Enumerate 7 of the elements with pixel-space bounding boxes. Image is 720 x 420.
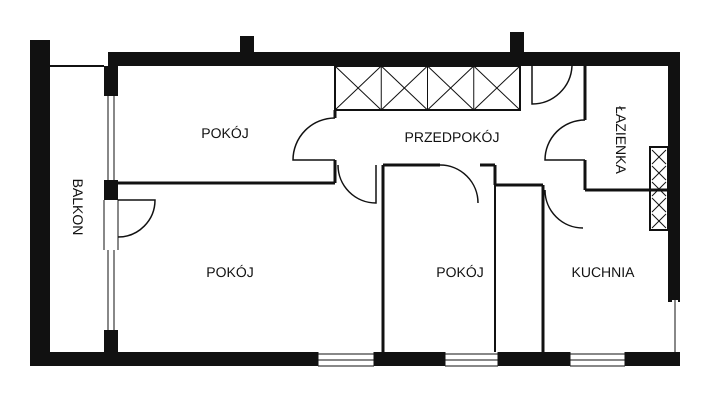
room-label: BALKON <box>70 178 86 236</box>
room-label: ŁAZIENKA <box>613 106 629 174</box>
room-label: PRZEDPOKÓJ <box>404 129 500 145</box>
room-label: KUCHNIA <box>572 264 634 280</box>
room-label: POKÓJ <box>201 125 249 141</box>
room-label: POKÓJ <box>206 264 254 280</box>
room-label: POKÓJ <box>436 264 484 280</box>
